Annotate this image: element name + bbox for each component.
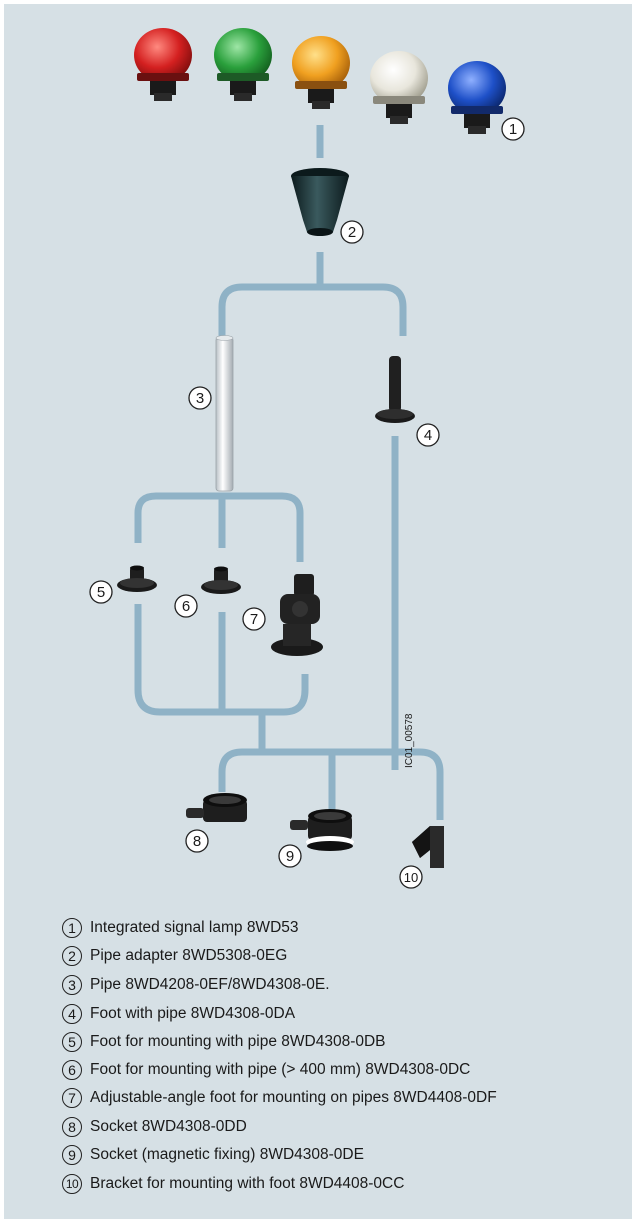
legend-text: Socket 8WD4308-0DD [90, 1118, 247, 1136]
legend-item-4: 4 Foot with pipe 8WD4308-0DA [62, 1002, 295, 1026]
callout-8: 8 [186, 830, 208, 852]
svg-text:6: 6 [182, 598, 190, 615]
svg-text:2: 2 [348, 224, 356, 241]
lamp-clear [370, 51, 428, 124]
legend-text: Socket (magnetic fixing) 8WD4308-0DE [90, 1146, 364, 1164]
legend-num: 10 [62, 1174, 82, 1194]
callout-2: 2 [341, 221, 363, 243]
callout-7: 7 [243, 608, 265, 630]
assembly-diagram: IC01_00578 1 2 3 4 5 6 7 8 9 10 [0, 0, 636, 910]
foot-6 [201, 567, 241, 595]
foot-5 [117, 566, 157, 593]
connector-lines [138, 125, 440, 820]
legend-num: 9 [62, 1145, 82, 1165]
legend-num: 5 [62, 1032, 82, 1052]
lamp-green [214, 28, 272, 101]
legend-text: Adjustable-angle foot for mounting on pi… [90, 1089, 497, 1107]
svg-text:9: 9 [286, 848, 294, 865]
legend-item-9: 9 Socket (magnetic fixing) 8WD4308-0DE [62, 1143, 364, 1167]
legend-num: 2 [62, 946, 82, 966]
callout-4: 4 [417, 424, 439, 446]
legend-item-6: 6 Foot for mounting with pipe (> 400 mm)… [62, 1058, 470, 1082]
legend-num: 3 [62, 975, 82, 995]
callouts: 1 2 3 4 5 6 7 8 9 10 [90, 118, 524, 888]
legend-item-7: 7 Adjustable-angle foot for mounting on … [62, 1086, 497, 1110]
lamp-red [134, 28, 192, 101]
legend-num: 7 [62, 1088, 82, 1108]
signal-lamps [134, 28, 506, 134]
foot-7-adjustable [271, 574, 323, 656]
callout-5: 5 [90, 581, 112, 603]
legend-text: Pipe adapter 8WD5308-0EG [90, 947, 287, 965]
svg-text:3: 3 [196, 390, 204, 407]
legend-num: 8 [62, 1117, 82, 1137]
legend-item-8: 8 Socket 8WD4308-0DD [62, 1115, 247, 1139]
callout-6: 6 [175, 595, 197, 617]
svg-text:5: 5 [97, 584, 105, 601]
legend-item-2: 2 Pipe adapter 8WD5308-0EG [62, 944, 287, 968]
callout-3: 3 [189, 387, 211, 409]
legend-num: 6 [62, 1060, 82, 1080]
legend-num: 1 [62, 918, 82, 938]
svg-text:7: 7 [250, 611, 258, 628]
callout-10: 10 [400, 866, 422, 888]
legend-item-5: 5 Foot for mounting with pipe 8WD4308-0D… [62, 1030, 386, 1054]
svg-text:8: 8 [193, 833, 201, 850]
lamp-orange [292, 36, 350, 109]
socket-8 [186, 793, 247, 822]
foot-with-pipe [375, 356, 415, 423]
legend-num: 4 [62, 1004, 82, 1024]
legend-text: Integrated signal lamp 8WD53 [90, 919, 299, 937]
legend-text: Foot with pipe 8WD4308-0DA [90, 1005, 295, 1023]
socket-9-magnetic [290, 809, 354, 851]
figure-code: IC01_00578 [404, 713, 415, 768]
legend-item-3: 3 Pipe 8WD4208-0EF/8WD4308-0E. [62, 973, 330, 997]
callout-9: 9 [279, 845, 301, 867]
bracket-10 [412, 826, 444, 868]
legend-text: Foot for mounting with pipe 8WD4308-0DB [90, 1033, 386, 1051]
svg-text:1: 1 [509, 121, 517, 138]
legend-item-1: 1 Integrated signal lamp 8WD53 [62, 916, 299, 940]
legend-text: Bracket for mounting with foot 8WD4408-0… [90, 1175, 404, 1193]
legend-item-10: 10 Bracket for mounting with foot 8WD440… [62, 1172, 404, 1196]
pipe-adapter [291, 168, 349, 236]
legend-text: Pipe 8WD4208-0EF/8WD4308-0E. [90, 976, 330, 994]
lamp-blue [448, 61, 506, 134]
connector-branch-top [222, 287, 403, 336]
svg-text:4: 4 [424, 427, 432, 444]
legend-text: Foot for mounting with pipe (> 400 mm) 8… [90, 1061, 470, 1079]
callout-1: 1 [502, 118, 524, 140]
pipe [216, 336, 233, 492]
svg-text:10: 10 [404, 870, 418, 885]
